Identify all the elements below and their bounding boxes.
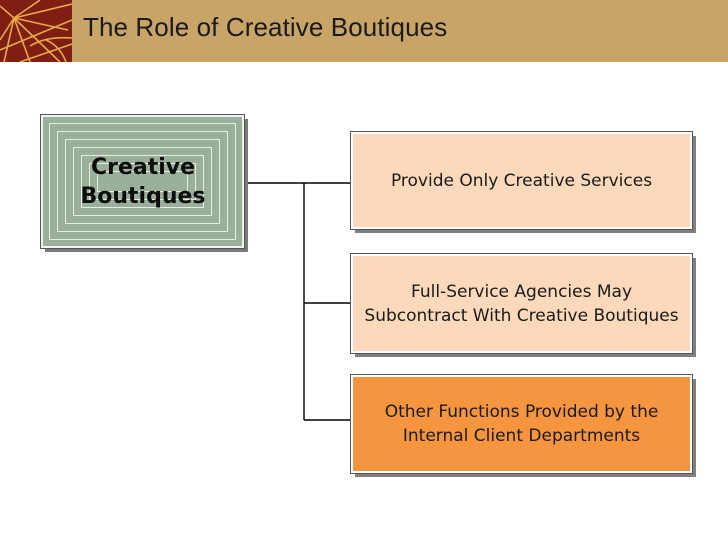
- starburst-logo-icon: [0, 0, 72, 62]
- slide-title: The Role of Creative Boutiques: [83, 12, 448, 42]
- node-text: Other Functions Provided by the Internal…: [384, 402, 659, 446]
- node-text: Full-Service Agencies May Subcontract Wi…: [364, 281, 679, 326]
- node-full-service-agencies: Full-Service Agencies May Subcontract Wi…: [351, 254, 692, 353]
- node-text: Provide Only Creative Services: [390, 170, 653, 191]
- node-other-functions: Other Functions Provided by the Internal…: [351, 375, 692, 473]
- header-band: The Role of Creative Boutiques: [0, 0, 728, 62]
- node-provide-only-creative-services: Provide Only Creative Services: [351, 132, 692, 229]
- source-box: Creative Boutiques: [41, 115, 244, 248]
- source-label: Creative Boutiques: [80, 155, 206, 209]
